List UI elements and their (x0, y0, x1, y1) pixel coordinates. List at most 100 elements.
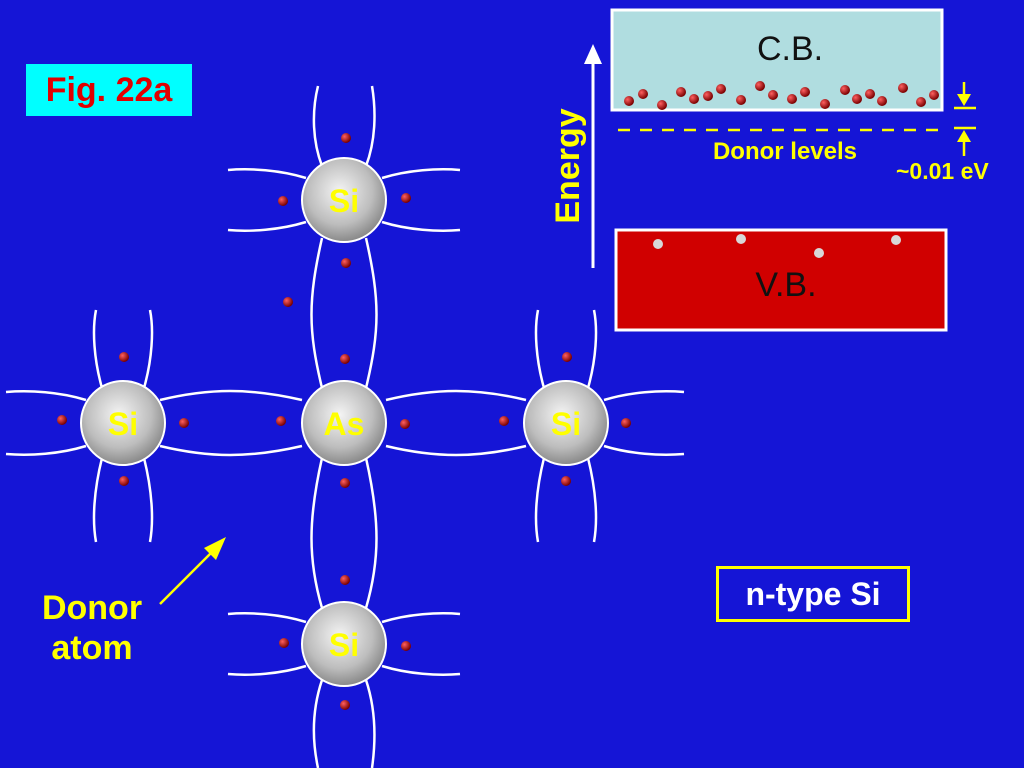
electron-dot (119, 476, 129, 486)
material-label: n-type Si (716, 566, 910, 622)
donor-levels-label: Donor levels (712, 138, 858, 165)
electron-dot (276, 416, 286, 426)
atom-symbol: Si (108, 406, 138, 442)
bond-line (534, 457, 546, 543)
electron-dot (865, 89, 875, 99)
bond-line (385, 389, 527, 402)
bond-line (364, 85, 376, 167)
electron-dot (340, 575, 350, 585)
electron-dot (916, 97, 926, 107)
covalent-bonds (5, 85, 685, 768)
bond-line (227, 220, 307, 232)
electron-dot (401, 193, 411, 203)
valence-band-label: V.B. (755, 266, 816, 304)
electron-dot (283, 297, 293, 307)
electron-dot (341, 133, 351, 143)
atom-si-top: Si (301, 157, 387, 243)
atom-si-left: Si (80, 380, 166, 466)
electron-dot (179, 418, 189, 428)
bond-line (227, 612, 307, 624)
hole-dot (814, 248, 824, 258)
bond-line (381, 612, 461, 624)
figure-label: Fig. 22a (26, 64, 192, 116)
electron-dot (57, 415, 67, 425)
donor-atom-label-line1: Donor (41, 589, 143, 627)
conduction-band-label: C.B. (757, 30, 823, 68)
bond-line (364, 457, 378, 609)
valence-electrons (57, 133, 631, 710)
bond-line (603, 390, 685, 402)
electron-dot (278, 196, 288, 206)
electron-dot (877, 96, 887, 106)
bond-line (381, 664, 461, 676)
bond-line (312, 679, 324, 768)
conduction-electrons (624, 81, 939, 110)
electron-dot (657, 100, 667, 110)
atom-symbol: As (324, 406, 365, 442)
conduction-band: C.B. (610, 8, 944, 112)
electron-dot (279, 638, 289, 648)
bond-line (5, 390, 87, 402)
electron-dot (755, 81, 765, 91)
gap-energy-label: ~0.01 eV (896, 158, 989, 184)
bond-line (92, 457, 104, 543)
arrow-icon (159, 537, 226, 605)
electron-dot (898, 83, 908, 93)
electron-dot (703, 91, 713, 101)
electron-dot (119, 352, 129, 362)
bond-line (586, 457, 598, 543)
electron-dot (340, 478, 350, 488)
bond-line (381, 220, 461, 232)
atom-si-bottom: Si (301, 601, 387, 687)
electron-dot (840, 85, 850, 95)
energy-axis-label: Energy (548, 108, 587, 224)
bond-line (586, 309, 598, 389)
electron-dot (561, 476, 571, 486)
electron-dot (340, 700, 350, 710)
electron-dot (624, 96, 634, 106)
bond-line (92, 309, 104, 389)
bond-line (142, 309, 154, 389)
electron-dot (852, 94, 862, 104)
electron-dot (400, 419, 410, 429)
bond-line (310, 457, 324, 609)
electron-dot (676, 87, 686, 97)
valence-holes (653, 234, 901, 258)
bond-line (159, 389, 303, 402)
up-arrow-icon (584, 44, 602, 268)
atom-si-right: Si (523, 380, 609, 466)
bond-line (227, 664, 307, 676)
bond-line (5, 444, 87, 456)
electron-dot (716, 84, 726, 94)
bond-line (364, 237, 378, 389)
electron-dot (638, 89, 648, 99)
bond-line (227, 168, 307, 180)
bond-line (159, 444, 303, 457)
atom-symbol: Si (551, 406, 581, 442)
atoms: Si Si As Si Si (80, 157, 609, 687)
bond-line (310, 237, 324, 389)
electron-dot (499, 416, 509, 426)
bond-line (142, 457, 154, 543)
electron-dot (768, 90, 778, 100)
atom-as-center: As (301, 380, 387, 466)
bond-line (364, 679, 376, 768)
electron-dot (621, 418, 631, 428)
valence-band: V.B. (614, 228, 948, 332)
bond-line (312, 85, 324, 167)
electron-dot (800, 87, 810, 97)
electron-dot (689, 94, 699, 104)
donor-atom-label: Donor atom (22, 588, 162, 668)
atom-symbol: Si (329, 627, 359, 663)
atom-symbol: Si (329, 183, 359, 219)
down-up-arrow-icon (954, 82, 976, 156)
hole-dot (736, 234, 746, 244)
electron-dot (401, 641, 411, 651)
hole-dot (653, 239, 663, 249)
electron-dot (736, 95, 746, 105)
electron-dot (929, 90, 939, 100)
bond-line (385, 444, 527, 457)
bond-line (534, 309, 546, 389)
bond-line (603, 444, 685, 456)
